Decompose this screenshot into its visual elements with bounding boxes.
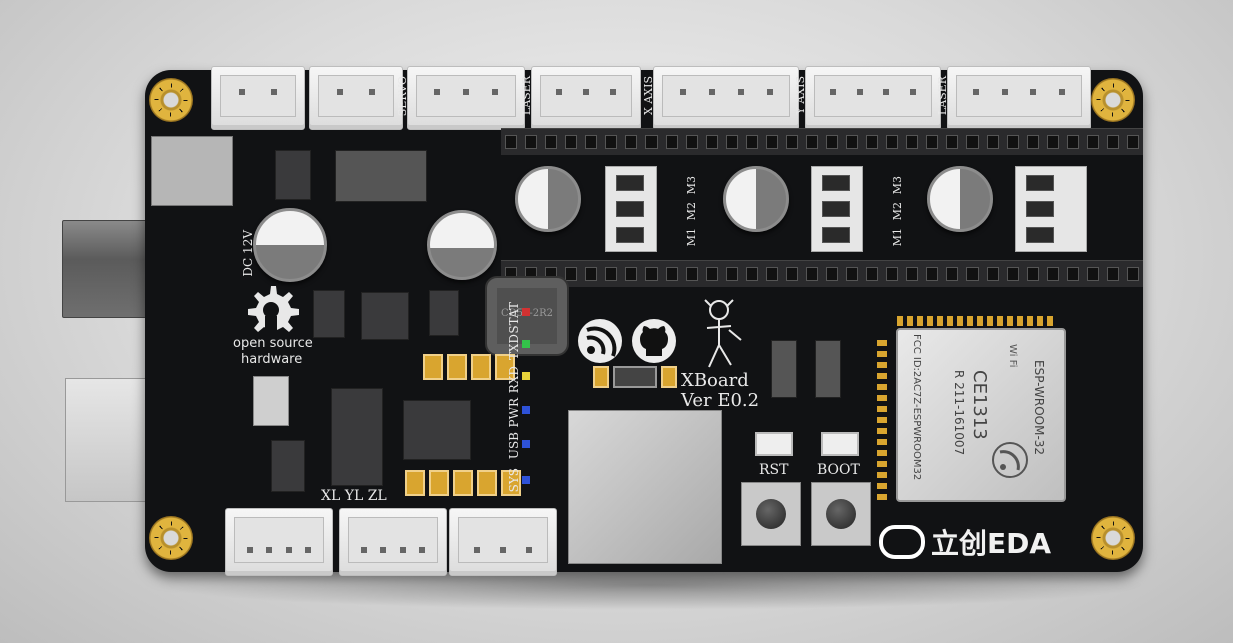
- label-y-axis: Y AXIS: [794, 76, 807, 115]
- power-regulator: [151, 136, 233, 206]
- boot-label: BOOT: [817, 462, 860, 478]
- status-label-stat: STAT: [507, 302, 521, 334]
- jst-connector-xl: [225, 508, 333, 576]
- status-label-rxd: RXD: [507, 366, 521, 394]
- axis-limit-labels: XL YL ZL: [321, 488, 387, 504]
- jst-connector-1: [211, 66, 305, 130]
- label-servo: SERVO: [396, 76, 409, 117]
- brand-logo: 立创EDA: [879, 522, 1051, 562]
- smd-diode-1: [275, 150, 311, 200]
- boot-button[interactable]: [811, 482, 871, 546]
- status-label-txd: TXD: [507, 334, 521, 361]
- mounting-hole-top-left: [149, 78, 193, 122]
- pcb-board: SERVO LASER X AXIS Y AXIS LASER M1 M2 M3…: [145, 66, 1143, 576]
- transistor-2: [815, 340, 841, 398]
- esp-pins-left: [877, 340, 887, 500]
- esp-espressif-icon: [992, 442, 1028, 478]
- driver-header-top: [501, 128, 1143, 155]
- espressif-logo-icon: [578, 319, 622, 363]
- led-sys: [522, 476, 530, 484]
- buck-converter-ic: [361, 292, 409, 340]
- oshw-text-bottom: hardware: [241, 352, 303, 367]
- jst-connector-zl: [449, 508, 557, 576]
- board-version: Ver E0.2: [681, 390, 760, 411]
- esp-wifi-mark: Wi Fi: [1007, 344, 1018, 368]
- led-pwr: [522, 406, 530, 414]
- led-stat: [522, 308, 530, 316]
- esp32-module: Wi Fi ESP-WROOM-32 CE1313 R 211-161007 F…: [896, 328, 1066, 502]
- jumper-label-m1-b: M1: [891, 228, 904, 247]
- resistor-array-1: [423, 354, 515, 380]
- esp-ce: CE1313: [969, 370, 990, 440]
- jst-connector-servo: [407, 66, 525, 130]
- mounting-hole-top-right: [1091, 78, 1135, 122]
- mascot-icon: [704, 299, 742, 368]
- jst-connector-laser: [531, 66, 641, 130]
- driver-header-bottom: [501, 260, 1143, 287]
- jst-connector-x-axis: [653, 66, 799, 130]
- usb-fuse: [271, 440, 305, 492]
- dip-switch-1[interactable]: [605, 166, 657, 252]
- transistor-1: [771, 340, 797, 398]
- github-logo-icon: [632, 319, 676, 363]
- esp-fcc: FCC ID:2AC7Z-ESPWROOM32: [911, 334, 922, 481]
- label-laser: LASER: [520, 76, 533, 116]
- esp-pins-top: [897, 316, 1053, 326]
- jumper-label-m3-a: M3: [685, 176, 698, 195]
- led-txd: [522, 340, 530, 348]
- jst-connector-y-axis: [805, 66, 941, 130]
- boot-resistor: [821, 432, 859, 456]
- rst-resistor: [755, 432, 793, 456]
- cloud-logo-icon: [879, 525, 925, 559]
- smd-diode-3: [429, 290, 459, 336]
- jumper-label-m2-b: M2: [891, 202, 904, 221]
- brand-logo-text: 立创EDA: [931, 527, 1052, 560]
- dip-switch-2[interactable]: [811, 166, 863, 252]
- jumper-label-m2-a: M2: [685, 202, 698, 221]
- led-rxd: [522, 372, 530, 380]
- smd-diode-2: [313, 290, 345, 338]
- jst-connector-2: [309, 66, 403, 130]
- label-laser-2: LASER: [936, 76, 949, 116]
- status-label-pwr: PWR: [507, 398, 521, 428]
- rst-button[interactable]: [741, 482, 801, 546]
- rst-label: RST: [759, 462, 789, 478]
- esp-model: ESP-WROOM-32: [1032, 360, 1046, 456]
- bridge-ic: [335, 150, 427, 202]
- microsd-card-slot[interactable]: [568, 410, 722, 564]
- small-components-row: [593, 366, 677, 388]
- jumper-label-m1-a: M1: [685, 228, 698, 247]
- usb-uart-ic: [331, 388, 383, 486]
- jst-connector-yl: [339, 508, 447, 576]
- dip-switch-3[interactable]: [1015, 166, 1087, 252]
- mounting-hole-bottom-right: [1091, 516, 1135, 560]
- resistor-array-2: [405, 470, 521, 496]
- board-name: XBoard: [681, 370, 749, 391]
- jst-connector-laser-2: [947, 66, 1091, 130]
- esp-cert: R 211-161007: [952, 370, 966, 456]
- usb-header: [253, 376, 289, 426]
- dc-12v-label: DC 12V: [241, 230, 255, 277]
- label-x-axis: X AXIS: [642, 76, 655, 115]
- voltage-regulator: [403, 400, 471, 460]
- mounting-hole-bottom-left: [149, 516, 193, 560]
- oshw-gear-icon: [248, 286, 299, 338]
- driver-capacitor-2: [723, 166, 789, 232]
- input-capacitor: [253, 208, 327, 282]
- oshw-text-top: open source: [233, 336, 313, 351]
- led-usb: [522, 440, 530, 448]
- output-capacitor: [427, 210, 497, 280]
- driver-capacitor-3: [927, 166, 993, 232]
- driver-capacitor-1: [515, 166, 581, 232]
- status-label-sys: SYS: [507, 468, 521, 493]
- status-label-usb: USB: [507, 432, 521, 460]
- jumper-label-m3-b: M3: [891, 176, 904, 195]
